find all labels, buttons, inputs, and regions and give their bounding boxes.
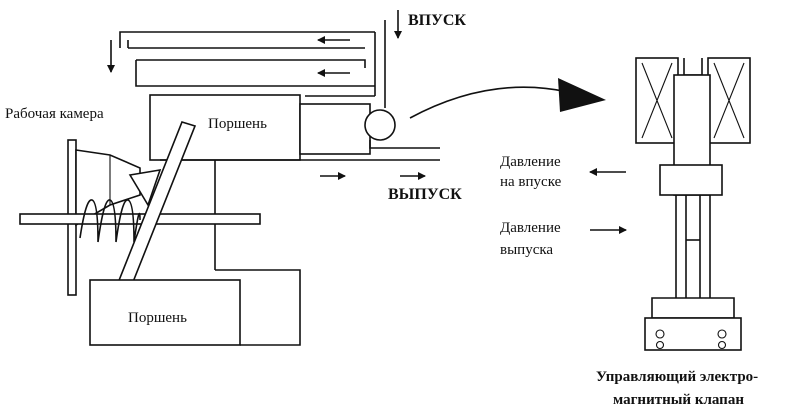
check-valve-ball — [364, 109, 396, 141]
solenoid-valve — [589, 57, 751, 351]
inlet-pressure-label-2: на впуске — [500, 174, 562, 190]
top-piston-chamber — [299, 103, 371, 155]
outlet-label: ВЫПУСК — [388, 186, 462, 203]
bottom-piston-housing — [89, 279, 241, 346]
valve-base — [644, 317, 742, 351]
inlet-pressure-label-1: Давление — [500, 154, 561, 170]
pump-mechanism — [19, 10, 440, 346]
flow-arrows — [107, 10, 426, 180]
valve-title-2: магнитный клапан — [613, 392, 744, 408]
transition-arrow-head — [558, 78, 606, 112]
exhaust-pressure-label-1: Давление — [500, 220, 561, 236]
transition-arrow — [409, 86, 569, 119]
valve-body-upper — [659, 164, 723, 196]
outlet-channel — [160, 140, 440, 270]
working-chamber-label: Рабочая камера — [5, 106, 104, 122]
inlet-label: ВПУСК — [408, 12, 466, 29]
return-spring — [79, 199, 141, 243]
piston-bottom-label: Поршень — [128, 310, 187, 326]
bottom-channel — [215, 269, 301, 346]
valve-title-1: Управляющий электро- — [596, 369, 758, 385]
piston-top-label: Поршень — [208, 116, 267, 132]
swash-plate-joint — [128, 168, 162, 207]
valve-base-upper — [651, 297, 735, 319]
exhaust-pressure-label-2: выпуска — [500, 242, 553, 258]
